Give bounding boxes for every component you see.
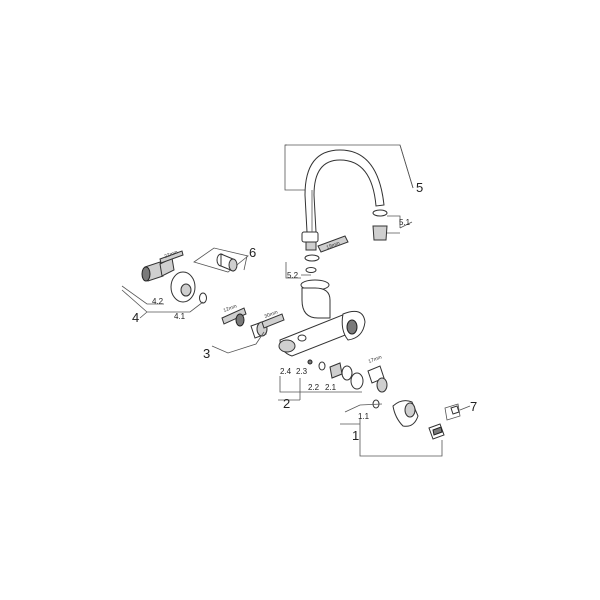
group-3-parts [221, 307, 285, 339]
label-group-4: 4 [132, 310, 139, 325]
label-2-1: 2.1 [325, 383, 337, 392]
label-2-3: 2.3 [296, 367, 308, 376]
wrench-size-union: 12mm [223, 303, 238, 313]
group-4-parts [141, 250, 207, 304]
label-4-1: 4.1 [174, 312, 186, 321]
leader-7 [459, 405, 471, 411]
wrench-size-nut: 30mm [264, 309, 279, 319]
mixer-body [278, 279, 366, 357]
leader-5-2 [285, 262, 311, 279]
label-5-2: 5.2 [287, 271, 299, 280]
leader-1 [340, 403, 443, 457]
label-group-1: 1 [352, 428, 359, 443]
wrench-size-cartridge: 17mm [368, 354, 383, 364]
label-5-1: 5.1 [399, 218, 411, 227]
label-group-2: 2 [283, 396, 290, 411]
group-6-parts [193, 247, 249, 273]
wrench-size-spout: 19mm [326, 240, 341, 250]
leader-4 [121, 285, 204, 319]
label-group-5: 5 [416, 180, 423, 195]
label-group-7: 7 [470, 399, 477, 414]
label-group-6: 6 [249, 245, 256, 260]
leader-3 [211, 331, 265, 354]
group-1-parts [372, 399, 445, 440]
wrench-size-coupling: 22mm [164, 249, 179, 259]
label-2-4: 2.4 [280, 367, 292, 376]
group-7-parts [444, 403, 461, 421]
group-2-parts [307, 359, 388, 393]
label-4-2: 4.2 [152, 297, 164, 306]
label-1-1: 1.1 [358, 412, 370, 421]
leader-6 [243, 255, 248, 271]
spout-assembly [284, 144, 414, 273]
label-2-2: 2.2 [308, 383, 320, 392]
leader-5 [399, 144, 414, 189]
label-group-3: 3 [203, 346, 210, 361]
leader-2 [278, 376, 362, 401]
